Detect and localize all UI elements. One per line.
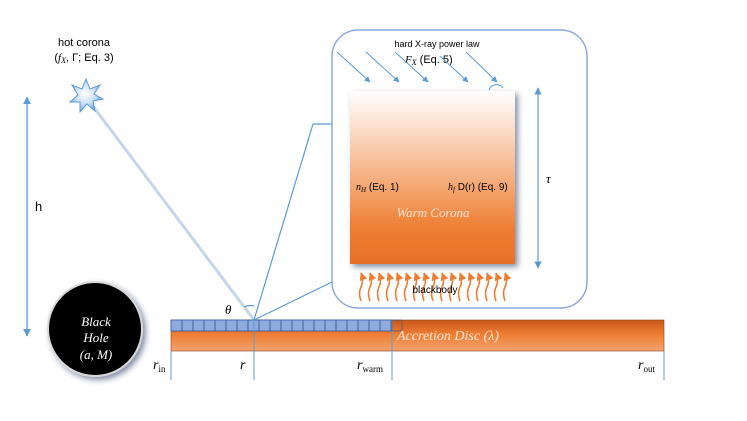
blackbody-arrow (376, 272, 386, 302)
blackbody-arrow (448, 272, 458, 302)
blackbody-arrow (358, 272, 368, 302)
hot-corona-params: (fX, Γ; Eq. 3) (54, 52, 113, 65)
warm-layer-cells (170, 319, 403, 332)
r-warm-label: rwarm (357, 358, 383, 374)
warm-layer-cell (390, 319, 403, 332)
blackbody-arrow (502, 272, 512, 302)
disc-label: Accretion Disc (λ) (396, 329, 499, 344)
blackbody-arrow (385, 272, 395, 302)
hot-corona-label: hot corona (58, 37, 111, 49)
hot-corona-star-icon (68, 77, 105, 114)
warm-corona-label: Warm Corona (396, 205, 470, 220)
xray-arrows (336, 51, 498, 83)
blackbody-arrow (403, 272, 413, 302)
black-hole-line2: Hole (82, 330, 109, 345)
blackbody-arrow (394, 272, 404, 302)
angle-label: θ (225, 302, 232, 317)
blackbody-arrow (493, 272, 503, 302)
black-hole-line3: (a, M) (80, 347, 113, 362)
tau-label: τ (546, 171, 552, 186)
blackbody-arrow (466, 272, 476, 302)
blackbody-arrow (457, 272, 467, 302)
fx-label: FX (Eq. 5) (404, 54, 453, 67)
nh-label: nH (Eq. 1) (356, 182, 399, 194)
blackbody-arrow (367, 272, 377, 302)
r-out-label: rout (638, 358, 655, 374)
blackbody-arrow (484, 272, 494, 302)
r-label: r (240, 358, 246, 373)
blackbody-arrow (475, 272, 485, 302)
black-hole-line1: Black (81, 314, 111, 329)
black-hole (47, 281, 143, 377)
warm-corona-slab (350, 91, 515, 264)
powerlaw-label: hard X-ray power law (394, 39, 480, 49)
corona-ray (84, 96, 256, 321)
xray-angle-arc (488, 84, 504, 91)
zoom-connector-right (253, 281, 333, 321)
blackbody-arrow (439, 272, 449, 302)
angle-arc (243, 304, 255, 308)
height-label: h (35, 199, 42, 214)
hf-label: hf D(r) (Eq. 9) (448, 182, 508, 194)
zoom-connector-left (253, 123, 314, 321)
r-in-label: rin (153, 358, 166, 374)
blackbody-label: blackbody (412, 285, 457, 296)
blackbody-arrow (430, 272, 440, 302)
blackbody-arrows (358, 272, 512, 302)
blackbody-arrow (412, 272, 422, 302)
blackbody-arrow (421, 272, 431, 302)
